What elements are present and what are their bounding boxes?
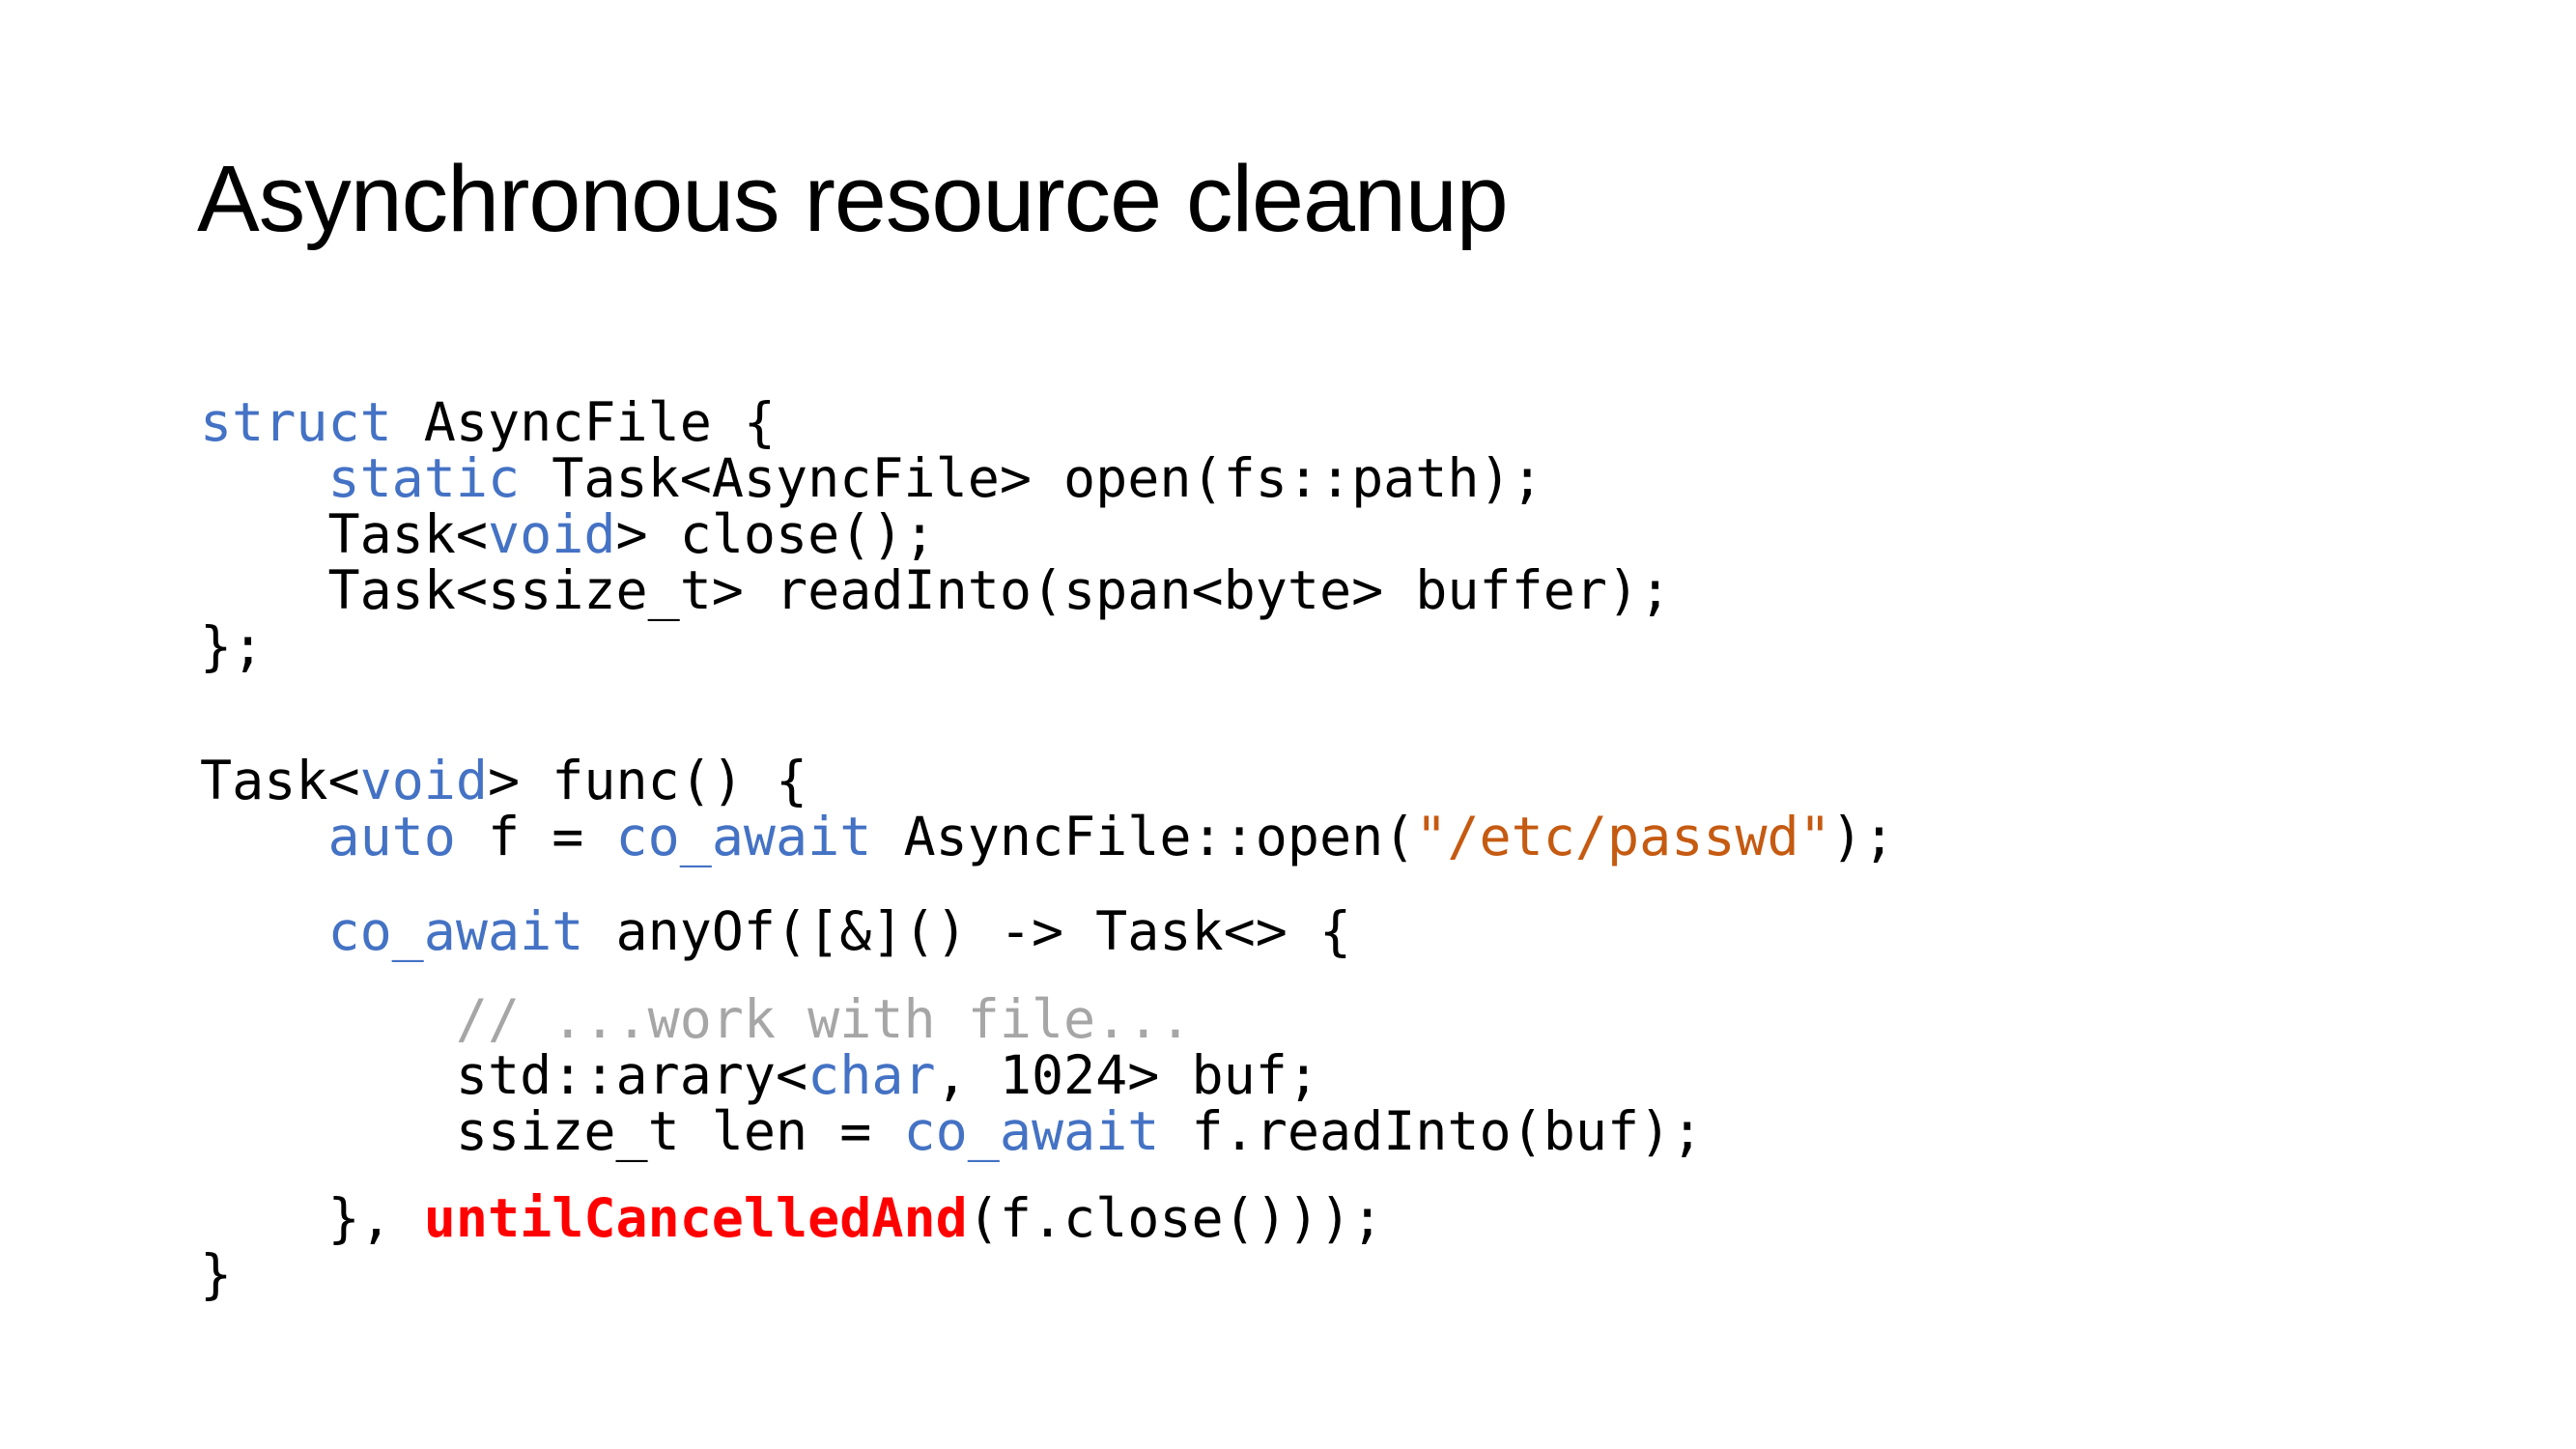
code-token-kw: void [359,750,489,811]
slide-title: Asynchronous resource cleanup [197,146,1509,251]
code-line: auto f = co_await AsyncFile::open("/etc/… [200,809,1895,865]
code-token-plain: > close(); [615,503,936,565]
code-token-plain: anyOf([&]() -> Task<> { [583,900,1352,962]
code-line: co_await anyOf([&]() -> Task<> { [200,903,1895,959]
code-line: }, untilCancelledAnd(f.close())); [200,1190,1895,1246]
code-token-plain: Task< [200,750,360,811]
code-token-plain: Task<AsyncFile> open(fs::path); [520,447,1543,509]
code-token-plain: AsyncFile::open( [871,806,1416,867]
code-token-plain: ssize_t len = [455,1100,904,1162]
code-token-plain: ); [1830,806,1896,867]
code-token-plain: AsyncFile { [391,391,777,453]
code-token-plain: > func() { [488,750,808,811]
code-token-kw: static [327,447,521,509]
code-line: Task<void> func() { [200,753,1895,809]
code-token-plain: Task< [327,503,489,565]
code-token-kw: struct [200,391,392,453]
code-line: struct AsyncFile { [200,394,1895,450]
code-block: struct AsyncFile { static Task<AsyncFile… [200,394,1895,1302]
code-token-plain: , 1024> buf; [935,1044,1319,1106]
code-token-plain: }; [200,615,265,677]
code-token-comment: // ...work with file... [455,988,1192,1050]
code-token-plain: std::arary< [455,1044,808,1106]
code-token-str: "/etc/passwd" [1415,806,1831,867]
code-line: Task<void> close(); [200,506,1895,562]
code-line: std::arary<char, 1024> buf; [200,1047,1895,1103]
code-line: Task<ssize_t> readInto(span<byte> buffer… [200,562,1895,618]
code-token-kw: co_await [903,1100,1160,1162]
code-token-plain: f.readInto(buf); [1159,1100,1704,1162]
code-token-plain: }, [327,1187,424,1249]
code-token-kw: co_await [327,900,584,962]
code-token-em: untilCancelledAnd [423,1187,968,1249]
code-token-kw: char [807,1044,936,1106]
code-line: } [200,1246,1895,1302]
code-token-plain: (f.close())); [967,1187,1384,1249]
code-token-kw: co_await [615,806,872,867]
code-token-plain: } [200,1243,233,1305]
code-token-kw: void [488,503,616,565]
code-line: // ...work with file... [200,991,1895,1047]
code-line: ssize_t len = co_await f.readInto(buf); [200,1103,1895,1159]
code-token-plain: Task<ssize_t> readInto(span<byte> buffer… [327,559,1672,621]
code-token-kw: auto [327,806,456,867]
code-line: static Task<AsyncFile> open(fs::path); [200,450,1895,506]
code-token-plain: f = [455,806,616,867]
code-line: }; [200,618,1895,674]
